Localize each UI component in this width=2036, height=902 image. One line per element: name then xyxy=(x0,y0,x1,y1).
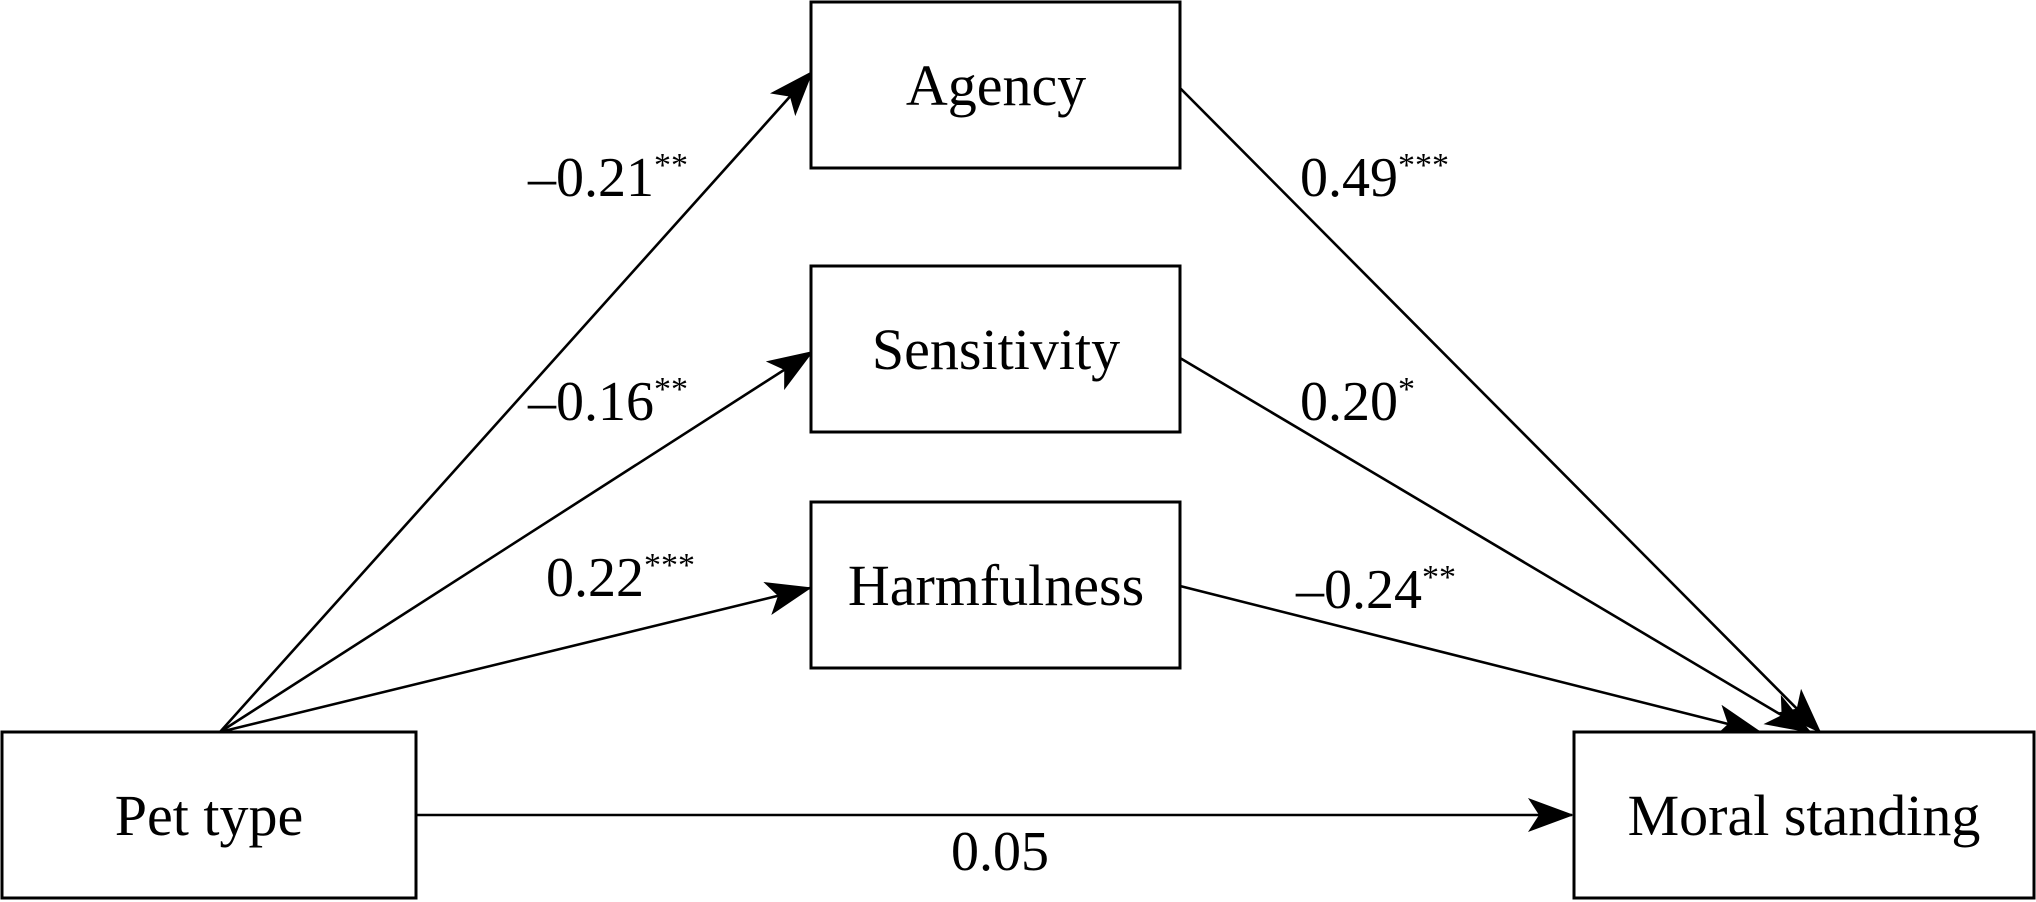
coef-sensitivity-to-moral: 0.20* xyxy=(1300,371,1415,433)
arrow-harmfulness-to-moral xyxy=(1179,584,1762,738)
coef-harmfulness-to-moral: –0.24** xyxy=(1295,559,1456,621)
coef-pet-to-harmfulness: 0.22*** xyxy=(546,547,695,609)
node-sensitivity-label: Sensitivity xyxy=(872,317,1120,382)
coef-agency-to-moral: 0.49*** xyxy=(1300,147,1449,209)
arrow-sensitivity-to-moral xyxy=(1179,356,1812,734)
coef-pet-to-sensitivity: –0.16** xyxy=(527,371,688,433)
node-moral-standing-label: Moral standing xyxy=(1628,783,1981,848)
node-agency-label: Agency xyxy=(906,53,1086,118)
coef-pet-to-agency: –0.21** xyxy=(527,147,688,209)
arrow-pet-to-harmfulness xyxy=(219,581,812,734)
node-moral-standing: Moral standing xyxy=(1572,730,2036,900)
node-pet-type: Pet type xyxy=(0,730,418,900)
node-harmfulness-label: Harmfulness xyxy=(848,553,1144,618)
node-agency: Agency xyxy=(809,0,1182,170)
coef-pet-to-moral: 0.05 xyxy=(951,821,1049,883)
arrow-pet-to-sensitivity xyxy=(219,350,814,734)
arrow-pet-to-agency xyxy=(219,70,814,733)
node-pet-type-label: Pet type xyxy=(115,783,303,848)
node-sensitivity: Sensitivity xyxy=(809,264,1182,434)
node-harmfulness: Harmfulness xyxy=(809,500,1182,670)
arrow-agency-to-moral xyxy=(1179,87,1822,734)
